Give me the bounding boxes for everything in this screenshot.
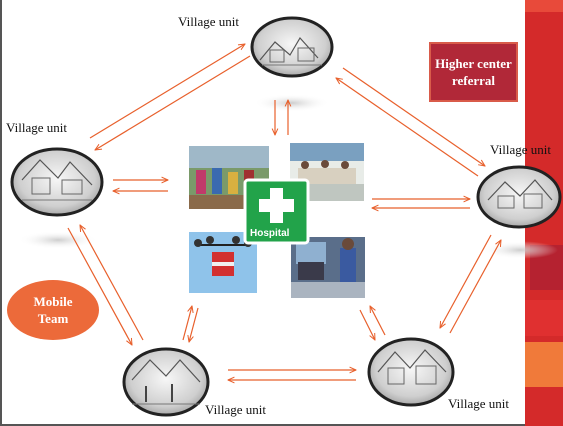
- village-sketch-right: [476, 165, 562, 229]
- shadow: [254, 94, 330, 112]
- village-sketch-top: [250, 16, 334, 78]
- referral-box: [429, 42, 518, 102]
- village-sketch-left: [10, 147, 104, 217]
- hospital-label: Hospital: [250, 228, 290, 239]
- village-label-bottom-right: Village unit: [448, 396, 509, 411]
- right-side-bar: [525, 0, 563, 426]
- mobile-team-badge: [7, 280, 99, 340]
- village-label-bottom-left: Village unit: [205, 402, 266, 417]
- arrow-hospital-to-bottomleft: [189, 307, 199, 342]
- arrow-right-to-top: [336, 78, 479, 177]
- village-label-right: Village unit: [490, 142, 551, 157]
- arrow-bottomright-to-hospital: [370, 306, 386, 336]
- village-label-left: Village unit: [6, 120, 67, 135]
- hospital-sign: [243, 178, 310, 245]
- arrow-left-to-top: [89, 44, 245, 139]
- village-sketch-bottom-right: [367, 337, 455, 407]
- shadow: [18, 231, 98, 249]
- arrow-hospital-to-bottomright: [359, 309, 375, 340]
- arrows: [67, 44, 501, 380]
- village-label-top: Village unit: [178, 14, 239, 29]
- referral-label: Higher center referral: [435, 56, 512, 88]
- photo-telemedicine: [291, 237, 365, 298]
- arrow-right-to-bottomright: [440, 234, 492, 328]
- arrow-top-to-left: [95, 55, 251, 150]
- shadow: [482, 241, 558, 259]
- arrow-bottomleft-to-left: [80, 225, 144, 341]
- arrow-top-to-right: [342, 67, 485, 166]
- village-sketch-bottom-left: [122, 347, 210, 417]
- mobile-team-label: Mobile Team: [33, 294, 73, 326]
- arrow-left-to-bottomleft: [67, 227, 132, 345]
- arrow-bottomleft-to-hospital: [182, 306, 192, 341]
- arrow-bottomright-to-right: [449, 240, 501, 334]
